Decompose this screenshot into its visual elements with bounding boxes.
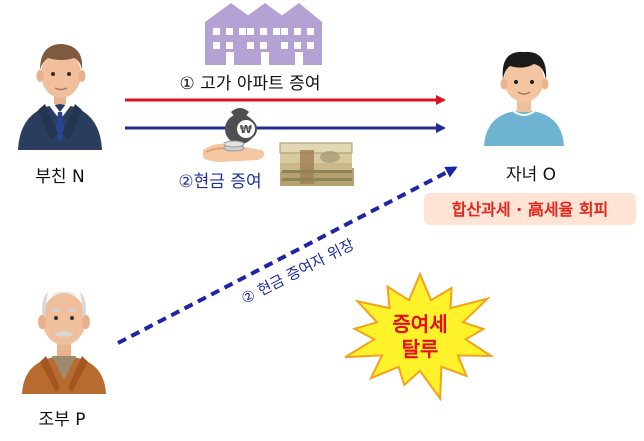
apartment-icon [205,3,322,65]
tax-omission-line2: 탈루 [402,337,439,361]
tax-avoidance-text: 합산과세 · 高세율 회피 [452,200,609,219]
tax-avoidance-badge [424,193,636,225]
disguised-donor-arrow [117,166,458,345]
money-bag-icon: ₩ [203,108,265,162]
tax-omission-line1: 증여세 [392,312,447,336]
step1-label: ① 고가 아파트 증여 [180,74,321,94]
won-symbol: ₩ [240,123,252,136]
child-label: 자녀 O [506,165,556,185]
step2-label: ②현금 증여 [178,172,261,192]
grandfather-avatar [22,291,106,394]
starburst-icon [344,271,495,402]
banknotes-icon [279,142,354,186]
grandfather-label: 조부 P [39,410,86,430]
father-label: 부친 N [35,167,84,187]
child-avatar [484,51,564,146]
father-avatar [18,44,102,150]
